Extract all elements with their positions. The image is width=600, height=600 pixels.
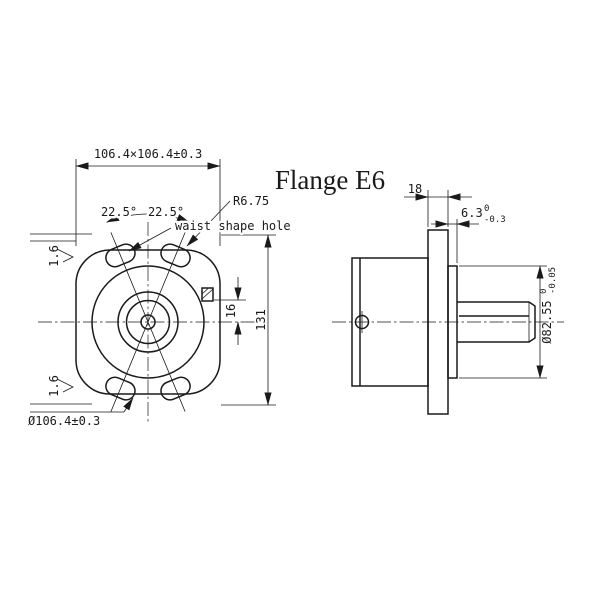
overall-height-label: 131 [254,309,268,331]
leader-line [128,227,172,252]
key-hatch [201,288,209,295]
roughness-top-label: 1.6 [47,245,61,267]
page-title: Flange E6 [275,165,385,195]
leader-line [123,397,134,413]
flange-outline [75,249,221,395]
roughness-bottom-label: 1.6 [47,375,61,397]
hole-centerline [110,321,149,412]
pilot-circle [91,265,205,379]
output-shaft [457,301,536,343]
flange-thickness-label: 18 [408,182,422,196]
pilot-diameter-dim: Ø82.55 0 -0.05 [539,267,558,344]
front-view-dimensions: 106.4×106.4±0.3 22.5° 22.5° R6.75 waist … [28,145,293,429]
bolt-circle-dim-label: Ø106.4±0.3 [28,414,100,428]
waist-hole-top-right [160,243,191,268]
roughness-symbol-icon [56,248,74,263]
key-hatch [201,288,214,300]
leader-line [186,200,231,247]
side-view-dimensions: 18 6.3 0 -0.3 Ø82.55 0 -0.05 [404,182,558,379]
angle-right-label: 22.5° [148,205,184,219]
radius-label: R6.75 [233,194,269,208]
pilot-boss [447,265,458,379]
pilot-depth-label: 6.3 [461,206,483,220]
key-width-dim: 16 [224,304,238,318]
roughness-top: 1.6 [47,245,61,267]
angle-dimension-arc [106,213,190,223]
pilot-diameter-tol-lower: -0.05 [548,267,558,294]
waist-hole-bottom-left [105,376,136,401]
inner-bore-circle [125,299,171,345]
waist-hole-bottom-right [160,376,191,401]
center-hole [140,314,156,330]
hole-centerline [147,232,186,323]
key-width-label: 16 [224,304,238,318]
pilot-diameter-label: Ø82.55 [540,300,554,343]
side-view [332,229,564,415]
roughness-bottom: 1.6 [47,375,61,397]
front-view [38,222,258,424]
pilot-diameter-tol-upper: 0 [539,289,549,294]
roughness-symbol-icon [56,378,74,393]
square-dim-label: 106.4×106.4±0.3 [94,147,202,161]
angle-left-label: 22.5° [101,205,137,219]
waist-hole-label: waist shape hole [175,219,291,233]
hole-centerline [110,232,149,323]
overall-height-dim: 131 [254,309,268,331]
pilot-depth-tol-upper: 0 [484,204,489,214]
key-detail [201,287,214,302]
pilot-depth-tol-lower: -0.3 [484,215,506,225]
shaft-bore-circle [117,291,179,353]
hole-centerline [147,321,186,412]
